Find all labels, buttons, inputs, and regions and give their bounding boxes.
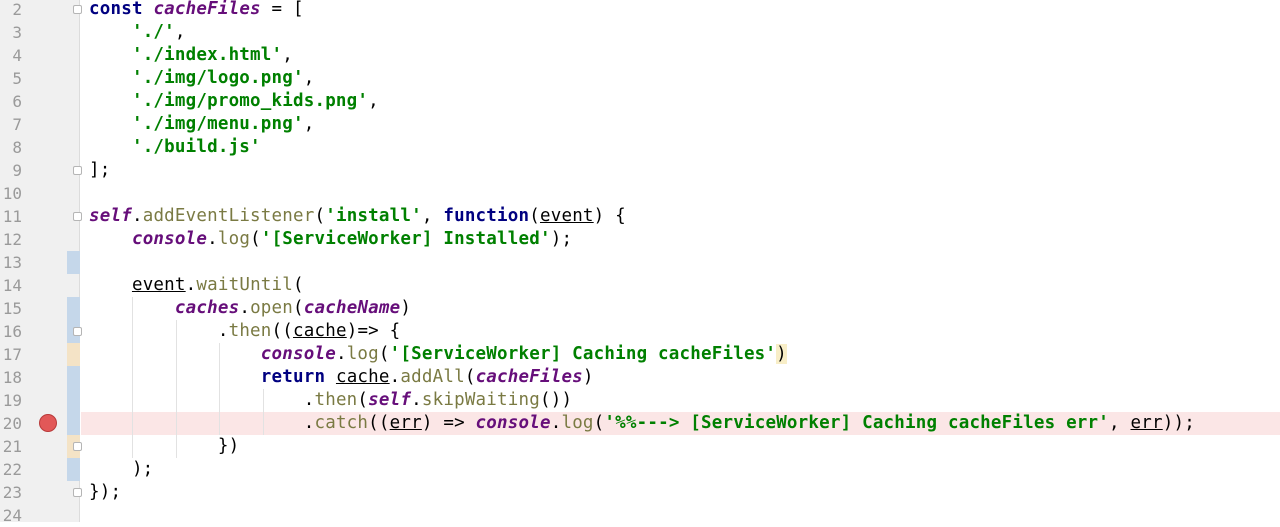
vcs-added-marker[interactable] — [67, 343, 80, 366]
code-line[interactable]: 22 ); — [0, 458, 1280, 481]
vcs-modified-marker[interactable] — [67, 297, 80, 320]
code-text[interactable]: }) — [89, 436, 240, 456]
code-line[interactable]: 15 caches.open(cacheName) — [0, 297, 1280, 320]
line-number[interactable]: 7 — [12, 115, 22, 134]
code-text[interactable]: './img/promo_kids.png', — [131, 91, 379, 111]
vcs-modified-marker[interactable] — [67, 412, 80, 435]
code-line[interactable]: 21 }) — [0, 435, 1280, 458]
code-text[interactable]: return cache.addAll(cacheFiles) — [260, 367, 594, 387]
vcs-modified-marker[interactable] — [67, 458, 80, 481]
line-number[interactable]: 8 — [12, 138, 22, 157]
code-text[interactable]: ); — [89, 459, 154, 479]
code-line[interactable]: 13 — [0, 251, 1280, 274]
code-text[interactable]: event.waitUntil( — [131, 275, 304, 295]
line-number[interactable]: 3 — [12, 23, 22, 42]
fold-toggle-icon[interactable] — [73, 212, 82, 221]
line-number[interactable]: 10 — [2, 184, 22, 203]
line-number[interactable]: 13 — [2, 253, 22, 272]
code-line[interactable]: 7 './img/menu.png', — [0, 113, 1280, 136]
vcs-modified-marker[interactable] — [67, 389, 80, 412]
code-text[interactable]: './index.html', — [131, 45, 294, 65]
code-line[interactable]: 2 const cacheFiles = [ — [0, 0, 1280, 21]
line-number[interactable]: 15 — [2, 299, 22, 318]
line-number[interactable]: 21 — [2, 437, 22, 456]
code-line[interactable]: 19 .then(self.skipWaiting()) — [0, 389, 1280, 412]
code-text[interactable]: './img/menu.png', — [131, 114, 315, 134]
code-text[interactable]: .then((cache)=> { — [89, 321, 401, 341]
code-text[interactable]: .then(self.skipWaiting()) — [89, 390, 573, 410]
line-number[interactable]: 23 — [2, 483, 22, 502]
code-text[interactable]: console.log('[ServiceWorker] Caching cac… — [260, 344, 787, 364]
line-number[interactable]: 24 — [2, 506, 22, 525]
line-number[interactable]: 19 — [2, 391, 22, 410]
line-number[interactable]: 16 — [2, 322, 22, 341]
code-line[interactable]: 12 console.log('[ServiceWorker] Installe… — [0, 228, 1280, 251]
code-line[interactable]: 9]; — [0, 159, 1280, 182]
line-number[interactable]: 11 — [2, 207, 22, 226]
code-line[interactable]: 23}); — [0, 481, 1280, 504]
line-number[interactable]: 22 — [2, 460, 22, 479]
vcs-modified-marker[interactable] — [67, 366, 80, 389]
code-line[interactable]: 5 './img/logo.png', — [0, 67, 1280, 90]
editor-gutter[interactable] — [0, 0, 80, 522]
vcs-modified-marker[interactable] — [67, 251, 80, 274]
line-number[interactable]: 4 — [12, 46, 22, 65]
code-text[interactable]: './build.js' — [131, 137, 261, 157]
indent-guide — [263, 389, 264, 435]
code-line[interactable]: 10 — [0, 182, 1280, 205]
code-line[interactable]: 11 self.addEventListener('install', funct… — [0, 205, 1280, 228]
code-line[interactable]: 4 './index.html', — [0, 44, 1280, 67]
code-line[interactable]: 16 .then((cache)=> { — [0, 320, 1280, 343]
breakpoint-icon[interactable] — [39, 414, 57, 432]
code-line[interactable]: 20 .catch((err) => console.log('%%---> [… — [0, 412, 1280, 435]
code-line[interactable]: 17 console.log('[ServiceWorker] Caching … — [0, 343, 1280, 366]
code-text[interactable]: const cacheFiles = [ — [89, 0, 304, 19]
line-number[interactable]: 18 — [2, 368, 22, 387]
fold-toggle-icon[interactable] — [73, 488, 82, 497]
indent-guide — [132, 297, 133, 458]
code-line[interactable]: 8 './build.js' — [0, 136, 1280, 159]
fold-toggle-icon[interactable] — [73, 442, 82, 451]
code-text[interactable]: ]; — [89, 160, 111, 180]
line-number[interactable]: 12 — [2, 230, 22, 249]
code-text[interactable]: console.log('[ServiceWorker] Installed')… — [131, 229, 573, 249]
breakpoint-line-highlight — [81, 412, 1280, 435]
code-line[interactable]: 14 event.waitUntil( — [0, 274, 1280, 297]
line-number[interactable]: 6 — [12, 92, 22, 111]
indent-guide — [176, 320, 177, 458]
code-line[interactable]: 24 — [0, 504, 1280, 527]
line-number[interactable]: 17 — [2, 345, 22, 364]
line-number[interactable]: 20 — [2, 414, 22, 433]
code-text[interactable]: './img/logo.png', — [131, 68, 315, 88]
code-text[interactable]: .catch((err) => console.log('%%---> [Ser… — [89, 413, 1195, 433]
fold-toggle-icon[interactable] — [73, 327, 82, 336]
code-text[interactable]: caches.open(cacheName) — [174, 298, 412, 318]
code-text[interactable]: self.addEventListener('install', functio… — [89, 206, 626, 226]
code-line[interactable]: 3 './', — [0, 21, 1280, 44]
line-number[interactable]: 9 — [12, 161, 22, 180]
code-text[interactable]: './', — [131, 22, 186, 42]
fold-toggle-icon[interactable] — [73, 5, 82, 14]
code-line[interactable]: 18 return cache.addAll(cacheFiles) — [0, 366, 1280, 389]
fold-toggle-icon[interactable] — [73, 166, 82, 175]
code-text[interactable]: }); — [89, 482, 122, 502]
indent-guide — [219, 343, 220, 435]
line-number[interactable]: 5 — [12, 69, 22, 88]
line-number[interactable]: 2 — [12, 0, 22, 19]
code-line[interactable]: 6 './img/promo_kids.png', — [0, 90, 1280, 113]
line-number[interactable]: 14 — [2, 276, 22, 295]
